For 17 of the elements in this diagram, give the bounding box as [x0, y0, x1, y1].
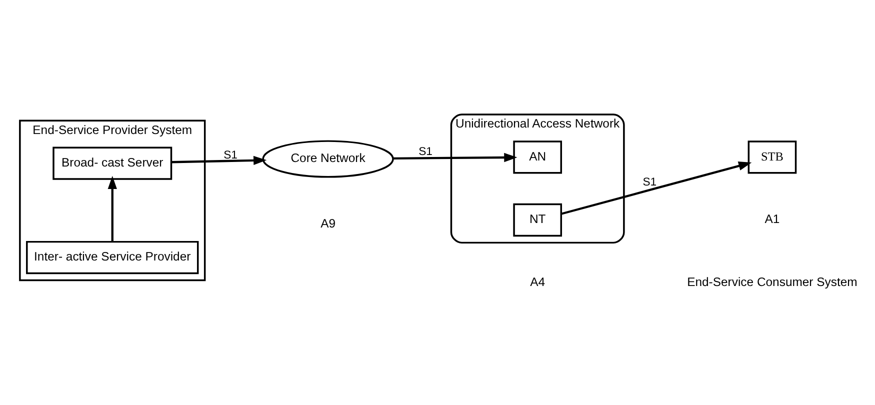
node-box: NT: [513, 202, 562, 236]
arrow: [392, 152, 518, 162]
edge-label: S1: [418, 145, 432, 158]
node-box: Inter- active Service Provider: [26, 240, 199, 274]
node-ellipse: Core Network: [262, 140, 394, 178]
label: A4: [530, 274, 546, 289]
edge-label: S1: [224, 148, 238, 161]
arrow: [108, 175, 117, 242]
arrow: [171, 155, 267, 165]
label: A9: [320, 216, 336, 230]
arrow: [560, 161, 752, 214]
node-box: Broad- cast Server: [52, 146, 172, 180]
node-box: STB: [748, 140, 797, 174]
label: End-Service Consumer System: [687, 274, 858, 289]
label: A1: [764, 212, 780, 226]
node-box: AN: [513, 140, 562, 174]
edge-label: S1: [642, 176, 657, 188]
